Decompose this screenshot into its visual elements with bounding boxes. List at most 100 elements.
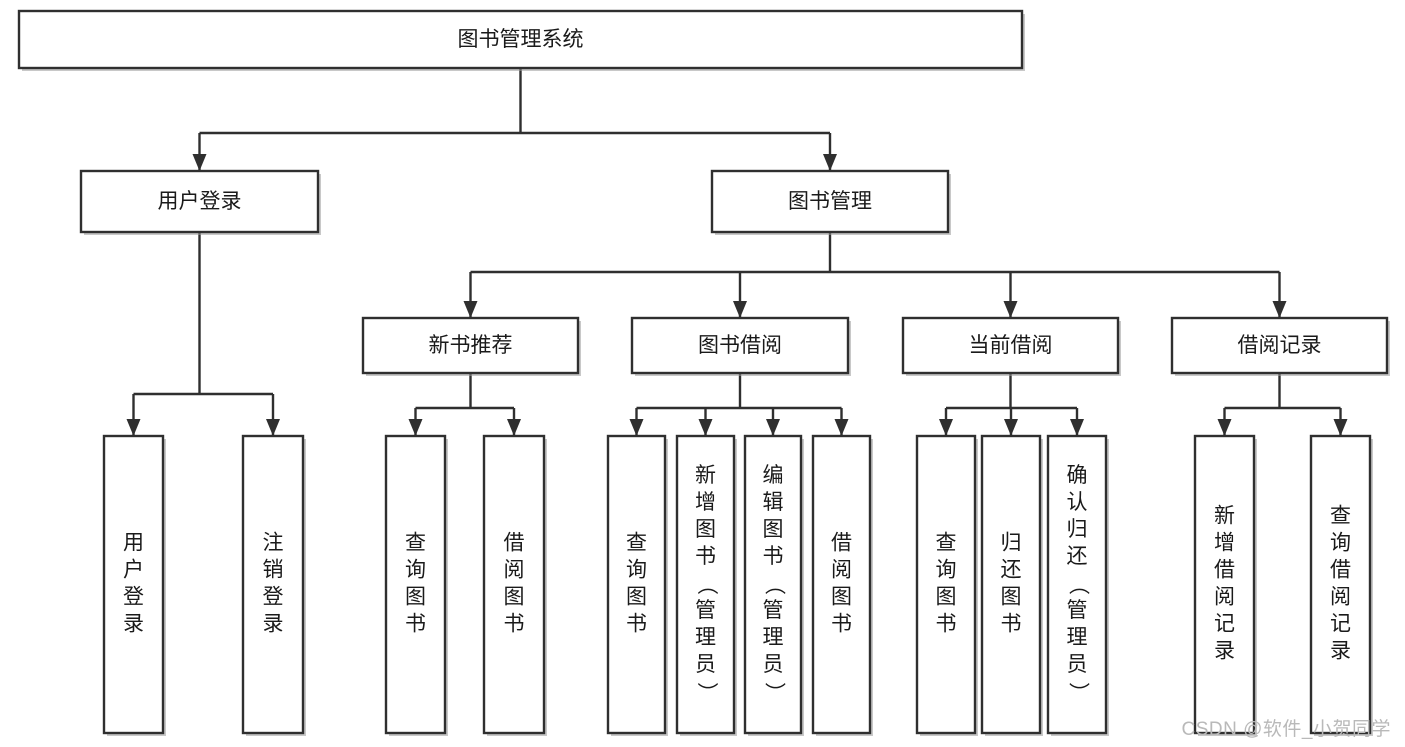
svg-text:）: ） <box>1066 682 1089 703</box>
arrow-head-icon <box>1004 419 1018 436</box>
node-level3-1[interactable]: 新书推荐 <box>361 316 581 376</box>
arrow-head-icon <box>823 154 837 171</box>
svg-text:归: 归 <box>1067 518 1088 541</box>
svg-text:管: 管 <box>695 599 716 622</box>
svg-text:新: 新 <box>1214 505 1235 528</box>
svg-text:查: 查 <box>1330 505 1351 528</box>
svg-text:借: 借 <box>1330 559 1351 582</box>
svg-text:书: 书 <box>405 613 426 636</box>
svg-text:图: 图 <box>763 518 784 541</box>
node-level3-3[interactable]: 当前借阅 <box>901 316 1121 376</box>
svg-text:理: 理 <box>695 626 716 649</box>
svg-text:询: 询 <box>1330 532 1351 555</box>
arrow-head-icon <box>266 419 280 436</box>
box-outline <box>901 316 1120 375</box>
arrow-head-icon <box>733 301 747 318</box>
arrow-head-icon <box>507 419 521 436</box>
node-level2-2[interactable]: 图书管理 <box>710 169 951 235</box>
svg-text:用: 用 <box>123 532 144 555</box>
svg-text:登: 登 <box>123 586 144 609</box>
svg-text:询: 询 <box>626 559 647 582</box>
svg-text:认: 认 <box>1067 491 1088 514</box>
svg-text:管: 管 <box>1067 599 1088 622</box>
svg-text:还: 还 <box>1001 559 1022 582</box>
svg-text:图: 图 <box>936 586 957 609</box>
svg-text:查: 查 <box>936 532 957 555</box>
svg-text:注: 注 <box>263 532 284 555</box>
svg-text:图: 图 <box>504 586 525 609</box>
svg-text:录: 录 <box>1214 640 1235 663</box>
svg-text:阅: 阅 <box>504 559 525 582</box>
svg-text:还: 还 <box>1067 545 1088 568</box>
arrow-head-icon <box>1003 301 1018 318</box>
box-outline <box>710 169 950 234</box>
node-level3-2[interactable]: 图书借阅 <box>630 316 851 376</box>
node-level3-4[interactable]: 借阅记录 <box>1170 316 1390 376</box>
svg-text:录: 录 <box>1330 640 1351 663</box>
svg-text:阅: 阅 <box>1330 586 1351 609</box>
svg-text:图: 图 <box>405 586 426 609</box>
box-outline <box>241 434 305 735</box>
svg-text:查: 查 <box>626 532 647 555</box>
svg-text:书: 书 <box>695 545 716 568</box>
node-root-system[interactable]: 图书管理系统 <box>17 9 1025 71</box>
root-label: 图书管理系统 <box>458 28 584 51</box>
arrow-head-icon <box>1217 419 1232 436</box>
svg-text:（: （ <box>762 574 785 595</box>
box-outline <box>915 434 977 735</box>
level2-label: 图书管理 <box>788 190 872 213</box>
arrow-head-icon <box>629 419 644 436</box>
svg-text:查: 查 <box>405 532 426 555</box>
arrow-head-icon <box>766 419 780 436</box>
node-boxes-group: 图书管理系统用户登录图书管理新书推荐图书借阅当前借阅借阅记录用户登录注销登录查询… <box>17 9 1390 736</box>
box-outline <box>743 434 803 735</box>
level2-label: 用户登录 <box>158 190 242 213</box>
svg-text:归: 归 <box>1001 532 1022 555</box>
svg-text:借: 借 <box>1214 559 1235 582</box>
svg-text:）: ） <box>762 682 785 703</box>
box-outline <box>384 434 447 735</box>
svg-text:辑: 辑 <box>763 491 784 514</box>
svg-text:（: （ <box>1066 574 1089 595</box>
node-level2-1[interactable]: 用户登录 <box>79 169 321 235</box>
svg-text:员: 员 <box>695 653 716 676</box>
arrow-head-icon <box>126 419 141 436</box>
svg-text:（: （ <box>695 574 718 595</box>
arrow-head-icon <box>1070 419 1084 436</box>
svg-text:销: 销 <box>263 559 284 582</box>
box-outline <box>675 434 736 735</box>
connector-lines-group <box>126 68 1348 436</box>
svg-text:询: 询 <box>405 559 426 582</box>
csdn-watermark: CSDN @软件_小贺同学 <box>1181 719 1391 740</box>
arrow-head-icon <box>408 419 423 436</box>
svg-text:管: 管 <box>763 599 784 622</box>
node-leaf-1[interactable]: 用户登录 <box>102 434 166 736</box>
svg-text:增: 增 <box>1214 532 1235 555</box>
svg-text:录: 录 <box>263 613 284 636</box>
box-outline <box>1046 434 1108 735</box>
box-outline <box>811 434 872 735</box>
svg-text:图: 图 <box>695 518 716 541</box>
svg-text:编: 编 <box>763 464 784 487</box>
